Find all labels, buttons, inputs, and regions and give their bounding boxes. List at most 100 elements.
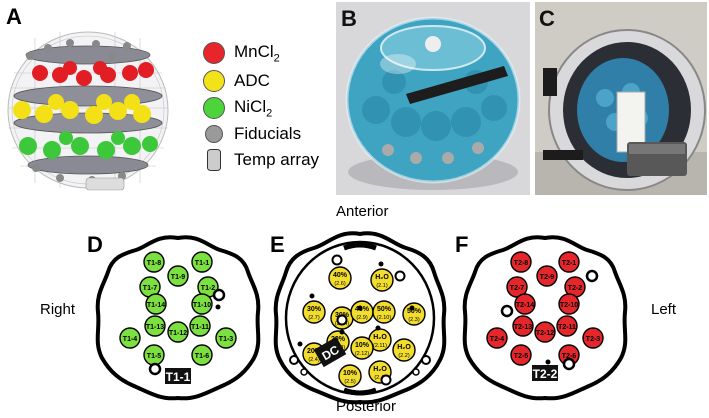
panel-label-c: C xyxy=(539,6,555,31)
legend-fiducials-label: Fiducials xyxy=(234,124,302,143)
t2-badge xyxy=(532,365,558,381)
vial-adc-3-label-conc: (2.7) xyxy=(308,315,319,321)
vial-t2-11-label: T2-11 xyxy=(558,324,576,331)
vial-t1-2-label: T1-2 xyxy=(201,285,216,292)
vial-adc-1-label-name: 40% xyxy=(333,272,348,279)
panel-label-f: F xyxy=(455,232,469,257)
vial-t2-1: T2-1 xyxy=(558,251,580,273)
vial-adc-12-label-name: H₂O xyxy=(397,344,411,351)
vial-adc-10-label-conc: (2.4) xyxy=(308,357,319,363)
orientation-left: Left xyxy=(651,301,677,318)
panel-label-a: A xyxy=(6,4,22,29)
vial-t2-5-label: T2-5 xyxy=(514,353,529,360)
vial-t2-10-label: T2-10 xyxy=(560,302,578,309)
vial-t1-1: T1-1 xyxy=(191,251,213,273)
vial-adc-12: H₂O (2.2) xyxy=(392,338,416,362)
orientation-anterior: Anterior xyxy=(336,203,389,220)
vial-t1-3: T1-3 xyxy=(215,327,237,349)
vial-t1-4-label: T1-4 xyxy=(123,336,138,343)
vial-t2-8: T2-8 xyxy=(510,251,532,273)
cylinder-icon xyxy=(207,149,221,171)
yellow-sphere-icon xyxy=(203,70,225,92)
scanner-coil-photo xyxy=(535,2,707,195)
vial-t1-8-label: T1-8 xyxy=(147,260,162,267)
vial-adc-10-label-name: 20% xyxy=(307,348,322,355)
panel-label-b: B xyxy=(341,6,357,31)
red-sphere-icon xyxy=(203,42,225,65)
vial-t1-5: T1-5 xyxy=(143,344,165,366)
vial-t2-13-label: T2-13 xyxy=(514,324,532,331)
vial-adc-5: 40%(2.9) xyxy=(350,300,374,324)
vial-t2-6-label: T2-6 xyxy=(562,353,577,360)
legend-mncl2-label: MnCl2 xyxy=(234,42,280,65)
vial-t2-11: T2-11 xyxy=(556,315,578,337)
vial-t1-6-label: T1-6 xyxy=(195,353,210,360)
panel-label-d: D xyxy=(87,232,103,257)
vial-t2-7-label: T2-7 xyxy=(510,285,525,292)
vial-t2-3-label: T2-3 xyxy=(586,336,601,343)
panel-label-e: E xyxy=(270,232,285,257)
vial-adc-1: 40% (2.6) xyxy=(328,266,352,290)
vial-t1-4: T1-4 xyxy=(119,327,141,349)
vial-adc-2-label-conc: (2.1) xyxy=(376,283,387,289)
vial-t2-4: T2-4 xyxy=(486,327,508,349)
legend-adc-label: ADC xyxy=(234,71,270,90)
vial-t1-5-label: T1-5 xyxy=(147,353,162,360)
vial-adc-2-label-name: H₂O xyxy=(375,274,389,281)
vial-t2-1-label: T2-1 xyxy=(562,260,577,267)
vial-t2-7: T2-7 xyxy=(506,276,528,298)
vial-t1-11-label: T1-11 xyxy=(191,324,209,331)
vial-t2-10: T2-10 xyxy=(558,293,580,315)
vial-adc-13-label-name: 10% xyxy=(343,370,358,377)
vial-adc-14-label-name: H₂O xyxy=(373,366,387,373)
vial-adc-11-label-conc: (2.12) xyxy=(355,351,370,357)
vial-adc-3-label-name: 30% xyxy=(307,306,322,313)
t1-badge xyxy=(165,368,191,384)
vial-t2-12-label: T2-12 xyxy=(536,330,554,337)
vial-adc-7: 50%(2.3) xyxy=(402,302,426,326)
legend-temp-label: Temp array xyxy=(234,150,320,169)
vial-adc-9-label-conc: (2.11) xyxy=(373,343,387,349)
vial-t1-11: T1-11 xyxy=(189,315,211,337)
vial-adc-6-label-name: 50% xyxy=(377,306,392,313)
vial-t2-3: T2-3 xyxy=(582,327,604,349)
vial-t1-12-label: T1-12 xyxy=(169,330,187,337)
green-sphere-icon xyxy=(203,97,225,120)
vial-t2-4-label: T2-4 xyxy=(490,336,505,343)
phantom-photo xyxy=(336,2,530,195)
vial-adc-2: H₂O (2.1) xyxy=(370,268,394,292)
vial-t1-9-label: T1-9 xyxy=(171,274,186,281)
vial-adc-6: 50% (2.10) xyxy=(372,300,396,324)
vial-adc-11: 10% (2.12) xyxy=(350,336,374,360)
vial-t2-9: T2-9 xyxy=(536,265,558,287)
legend-mncl2: MnCl2 xyxy=(203,42,280,64)
vial-adc-8-label-name: 20% xyxy=(331,336,346,343)
vial-adc-3: 30% (2.7) xyxy=(302,300,326,324)
adc-badge xyxy=(313,336,347,368)
vial-adc-12-label-conc: (2.2) xyxy=(398,353,409,359)
vial-t1-3-label: T1-3 xyxy=(219,336,234,343)
phantom-outline-f xyxy=(462,235,628,401)
legend-adc: ADC xyxy=(203,70,270,92)
vial-adc-5-label-name: 40% xyxy=(355,306,370,313)
vial-t1-14-label: T1-14 xyxy=(147,302,165,309)
legend-nicl2: NiCl2 xyxy=(203,97,272,119)
vial-adc-6-label-conc: (2.10) xyxy=(377,315,392,321)
vial-adc-7-label-name: 50% xyxy=(407,308,422,315)
vial-t1-13-label: T1-13 xyxy=(146,324,164,331)
vial-adc-11-label-name: 10% xyxy=(355,342,370,349)
vial-t1-9: T1-9 xyxy=(167,265,189,287)
vial-t2-9-label: T2-9 xyxy=(540,274,555,281)
orientation-right: Right xyxy=(40,301,76,318)
vial-t1-7-label: T1-7 xyxy=(143,285,158,292)
vial-adc-9-label-name: H₂O xyxy=(373,334,387,341)
t1-badge-label: T1-1 xyxy=(166,370,191,384)
vial-adc-1-label-conc: (2.6) xyxy=(334,281,345,287)
vial-t2-8-label: T2-8 xyxy=(514,260,529,267)
vial-t2-13: T2-13 xyxy=(512,315,534,337)
adc-vial-layout: 40%(2.6)H₂O(2.1)30%(2.7)30%(2.14)40%(2.9… xyxy=(273,231,447,405)
t2-badge-label: T2-2 xyxy=(533,367,558,381)
vial-t1-10: T1-10 xyxy=(191,293,213,315)
